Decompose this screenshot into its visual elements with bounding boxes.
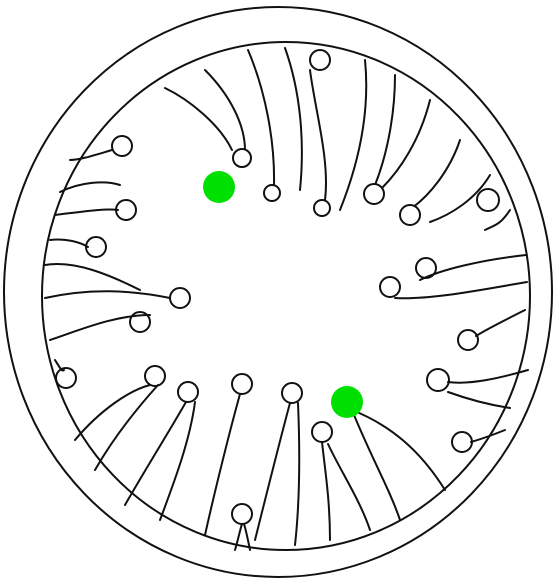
tendril-group-bottom xyxy=(75,366,445,550)
green-marker-lower[interactable] xyxy=(331,386,363,418)
green-marker-upper[interactable] xyxy=(203,171,235,203)
tendril-group-left xyxy=(45,136,190,388)
tendril-group-right xyxy=(380,255,528,452)
inner-ring xyxy=(42,42,530,550)
